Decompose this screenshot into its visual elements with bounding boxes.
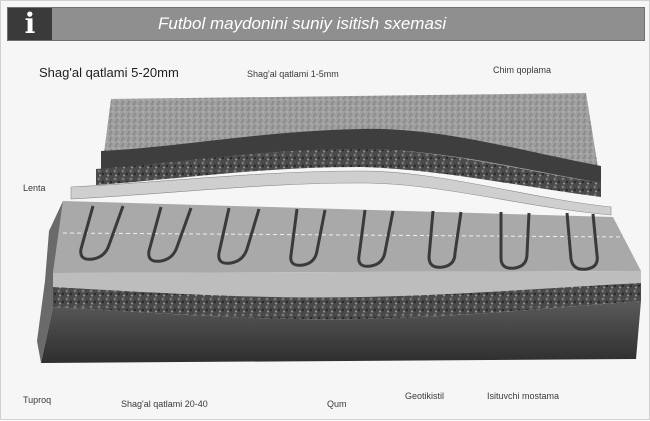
label-soil: Tuproq (23, 395, 51, 405)
label-turf: Chim qoplama (493, 65, 551, 75)
label-heating-mat: Isituvchi mostama (487, 391, 559, 401)
label-tape: Lenta (23, 183, 46, 193)
label-sand: Qum (327, 399, 347, 409)
label-geotextile: Geotikistil (405, 391, 444, 401)
label-gravel-top: Shag'al qatlami 5-20mm (39, 65, 179, 80)
label-gravel-thin: Shag'al qatlami 1-5mm (247, 69, 339, 79)
heating-mat-layer (53, 201, 641, 273)
label-gravel-bottom: Shag'al qatlami 20-40 (121, 399, 208, 409)
